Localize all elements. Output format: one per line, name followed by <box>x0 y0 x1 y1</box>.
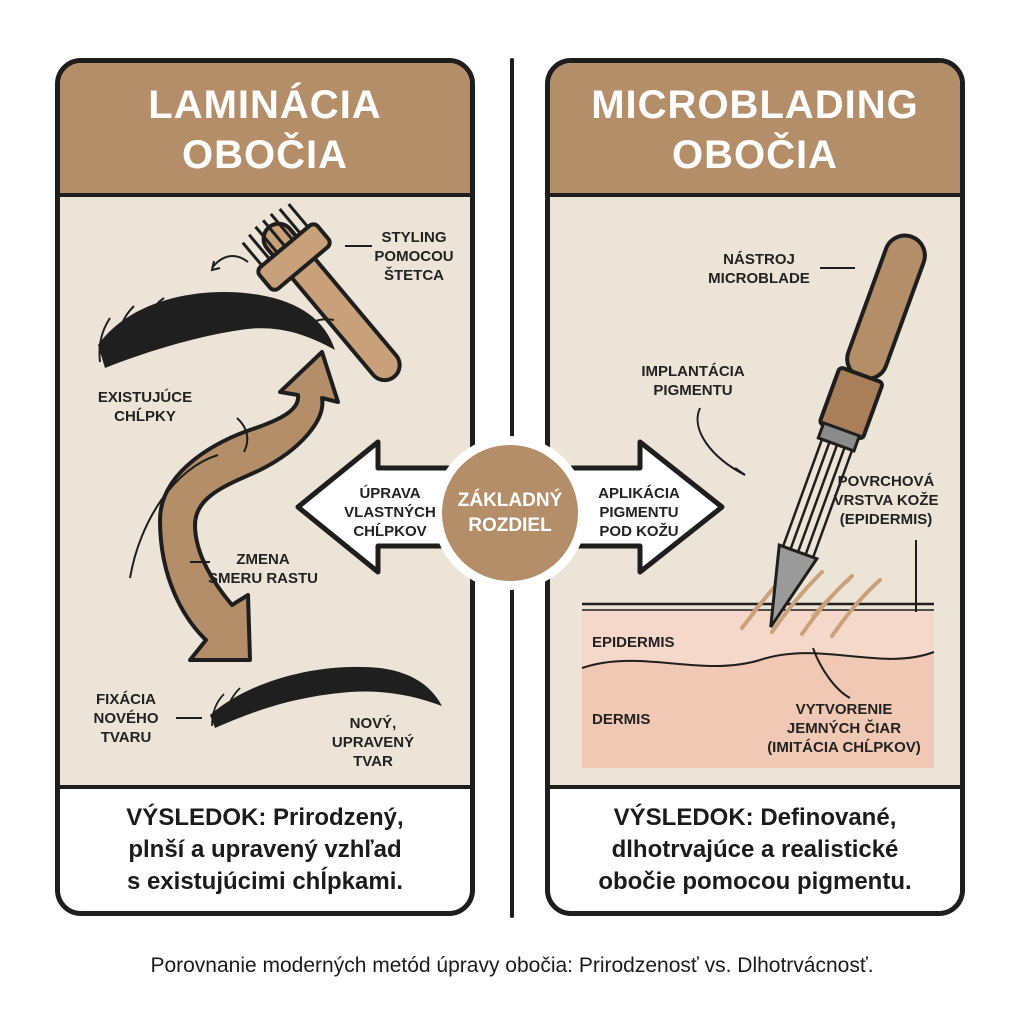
lamination-title: LAMINÁCIA OBOČIA <box>148 83 382 177</box>
existing-eyebrow-icon <box>98 292 335 368</box>
lamination-result: VÝSLEDOK: Prirodzený, plnší a upravený v… <box>126 804 404 895</box>
brush-styling-label: STYLING POMOCOU ŠTETCA <box>374 229 454 284</box>
left-arrow-label: ÚPRAVA VLASTNÝCH CHĹPKOV <box>344 485 436 540</box>
right-arrow-label: APLIKÁCIA PIGMENTU POD KOŽU <box>598 485 680 540</box>
microblading-title: MICROBLADING OBOČIA <box>591 83 919 177</box>
dermis-label: DERMIS <box>592 711 651 728</box>
epidermis-dermis-border <box>581 651 935 669</box>
new-eyebrow-icon <box>210 666 442 728</box>
fixation-label: FIXÁCIA NOVÉHO TVARU <box>93 691 159 746</box>
skin-cross-section <box>581 566 935 768</box>
figure-caption: Porovnanie moderných metód úpravy obočia… <box>150 954 874 977</box>
existing-hairs-label: EXISTUJÚCE CHĹPKY <box>97 389 193 425</box>
lamination-result-box: VÝSLEDOK: Prirodzený, plnší a upravený v… <box>60 785 470 911</box>
direction-change-arrow <box>158 350 340 662</box>
microblade-tool-label: NÁSTROJ MICROBLADE <box>708 251 810 287</box>
pigment-implant-label: IMPLANTÁCIA PIGMENTU <box>641 363 745 399</box>
lamination-header: LAMINÁCIA OBOČIA <box>60 63 470 197</box>
fine-lines-label: VYTVORENIE JEMNÝCH ČIAR (IMITÁCIA CHĹPKO… <box>767 701 921 756</box>
new-shape-label: NOVÝ, UPRAVENÝ TVAR <box>331 715 415 770</box>
brush-icon <box>241 203 402 383</box>
annotation-lines <box>129 245 917 719</box>
microblading-header: MICROBLADING OBOČIA <box>550 63 960 197</box>
direction-change-label: ZMENA SMERU RASTU <box>207 551 318 587</box>
surface-layer-label: POVRCHOVÁ VRSTVA KOŽE (EPIDERMIS) <box>833 473 939 528</box>
microblading-result: VÝSLEDOK: Definované, dlhotrvajúce a rea… <box>598 804 912 895</box>
epidermis-label: EPIDERMIS <box>592 634 675 651</box>
epidermis-layer <box>582 610 934 668</box>
key-difference-badge: ZÁKLADNÝ ROZDIEL <box>442 445 578 581</box>
microblade-tool-icon <box>769 233 927 628</box>
microblading-result-box: VÝSLEDOK: Definované, dlhotrvajúce a rea… <box>550 785 960 911</box>
